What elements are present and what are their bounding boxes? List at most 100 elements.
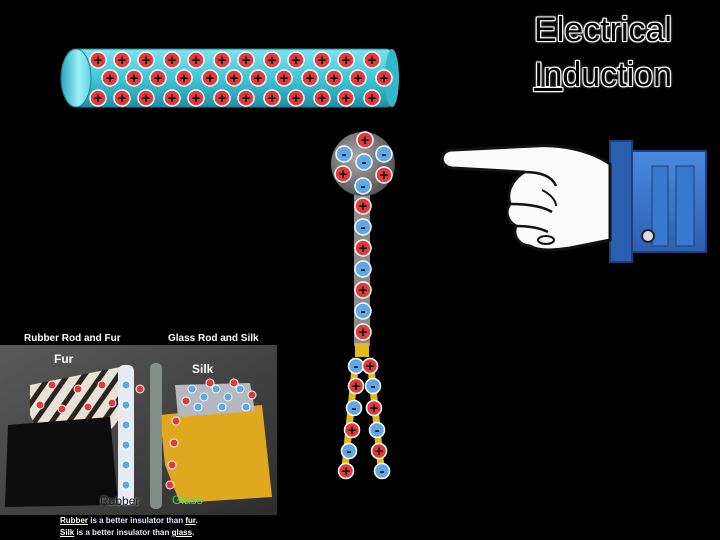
photo-label-glass-silk: Glass Rod and Silk — [168, 333, 259, 344]
positive-charge: + — [263, 51, 281, 69]
positive-charge: + — [187, 89, 205, 107]
svg-text:+: + — [318, 52, 327, 69]
svg-text:+: + — [359, 324, 368, 341]
svg-text:-: - — [361, 261, 366, 278]
positive-charge: + — [325, 69, 343, 87]
positive-charge: + — [213, 89, 231, 107]
positive-charge: + — [375, 166, 393, 184]
electroscope-icon: +---++-+-+-+-+-++--++--++- — [331, 131, 395, 480]
photo-label-rubber: Rubber — [100, 494, 140, 508]
negative-charge: - — [354, 302, 372, 320]
positive-charge: + — [354, 197, 372, 215]
positive-charge: + — [337, 89, 355, 107]
svg-text:+: + — [368, 52, 377, 69]
positive-charge: + — [313, 51, 331, 69]
positive-charge: + — [363, 89, 381, 107]
svg-text:+: + — [142, 52, 151, 69]
positive-charge: + — [363, 51, 381, 69]
positive-charge: + — [149, 69, 167, 87]
positive-charge: + — [275, 69, 293, 87]
svg-text:+: + — [154, 70, 163, 87]
svg-text:+: + — [318, 90, 327, 107]
positive-charge: + — [201, 69, 219, 87]
title-underlined-part: In — [534, 56, 563, 94]
positive-charge: + — [354, 281, 372, 299]
positive-charge: + — [213, 51, 231, 69]
positive-charge: + — [89, 51, 107, 69]
title-line-2: Induction — [534, 53, 672, 98]
positive-charge: + — [237, 89, 255, 107]
positive-charge: + — [354, 239, 372, 257]
photo-label-glass: Glass — [172, 493, 203, 507]
positive-charge: + — [361, 357, 379, 375]
positive-charge: + — [175, 69, 193, 87]
rubber-glass-photo — [0, 345, 277, 515]
svg-text:-: - — [342, 146, 347, 163]
svg-text:+: + — [361, 132, 370, 149]
slide-title: Electrical Induction — [534, 8, 672, 98]
positive-charge: + — [287, 51, 305, 69]
svg-text:-: - — [362, 154, 367, 171]
positive-charge: + — [375, 69, 393, 87]
svg-text:+: + — [118, 90, 127, 107]
svg-text:+: + — [192, 52, 201, 69]
svg-text:+: + — [218, 52, 227, 69]
positive-charge: + — [249, 69, 267, 87]
positive-charge: + — [349, 69, 367, 87]
svg-text:+: + — [292, 90, 301, 107]
note-silk-insulator: Silk is a better insulator than glass. — [60, 528, 195, 537]
negative-charge: - — [364, 377, 382, 395]
positive-charge: + — [187, 51, 205, 69]
positive-charge: + — [125, 69, 143, 87]
negative-charge: - — [335, 145, 353, 163]
svg-text:+: + — [342, 52, 351, 69]
svg-text:+: + — [352, 378, 361, 395]
svg-text:+: + — [348, 422, 357, 439]
svg-text:+: + — [380, 167, 389, 184]
positive-charge: + — [225, 69, 243, 87]
note-rubber-insulator: Rubber is a better insulator than fur. — [60, 516, 198, 525]
svg-text:-: - — [347, 443, 352, 460]
svg-text:+: + — [330, 70, 339, 87]
svg-text:+: + — [254, 70, 263, 87]
svg-text:+: + — [142, 90, 151, 107]
positive-charge: + — [313, 89, 331, 107]
svg-text:+: + — [192, 90, 201, 107]
svg-text:+: + — [359, 198, 368, 215]
svg-text:+: + — [354, 70, 363, 87]
svg-text:+: + — [218, 90, 227, 107]
svg-text:+: + — [359, 282, 368, 299]
positive-charge: + — [163, 89, 181, 107]
positive-charge: + — [263, 89, 281, 107]
photo-label-silk: Silk — [192, 362, 214, 376]
svg-text:+: + — [359, 240, 368, 257]
svg-text:+: + — [242, 90, 251, 107]
positive-charge: + — [163, 51, 181, 69]
title-rest-part: duction — [562, 56, 672, 94]
svg-text:+: + — [342, 90, 351, 107]
positive-charge: + — [334, 165, 352, 183]
svg-text:+: + — [94, 90, 103, 107]
positive-charge: + — [356, 131, 374, 149]
positive-charge: + — [113, 89, 131, 107]
positive-charge: + — [237, 51, 255, 69]
positive-charge: + — [337, 462, 355, 480]
photo-label-rubber-fur: Rubber Rod and Fur — [24, 333, 121, 344]
svg-text:+: + — [342, 463, 351, 480]
svg-text:+: + — [118, 52, 127, 69]
svg-text:-: - — [361, 219, 366, 236]
svg-text:-: - — [380, 463, 385, 480]
negative-charge: - — [345, 399, 363, 417]
positive-charge: + — [347, 377, 365, 395]
positive-charge: + — [337, 51, 355, 69]
negative-charge: - — [354, 218, 372, 236]
negative-charge: - — [340, 442, 358, 460]
svg-text:+: + — [339, 166, 348, 183]
svg-text:+: + — [106, 70, 115, 87]
negative-charge: - — [373, 462, 391, 480]
svg-text:+: + — [370, 400, 379, 417]
svg-text:-: - — [352, 400, 357, 417]
svg-text:+: + — [168, 52, 177, 69]
svg-text:-: - — [361, 178, 366, 195]
